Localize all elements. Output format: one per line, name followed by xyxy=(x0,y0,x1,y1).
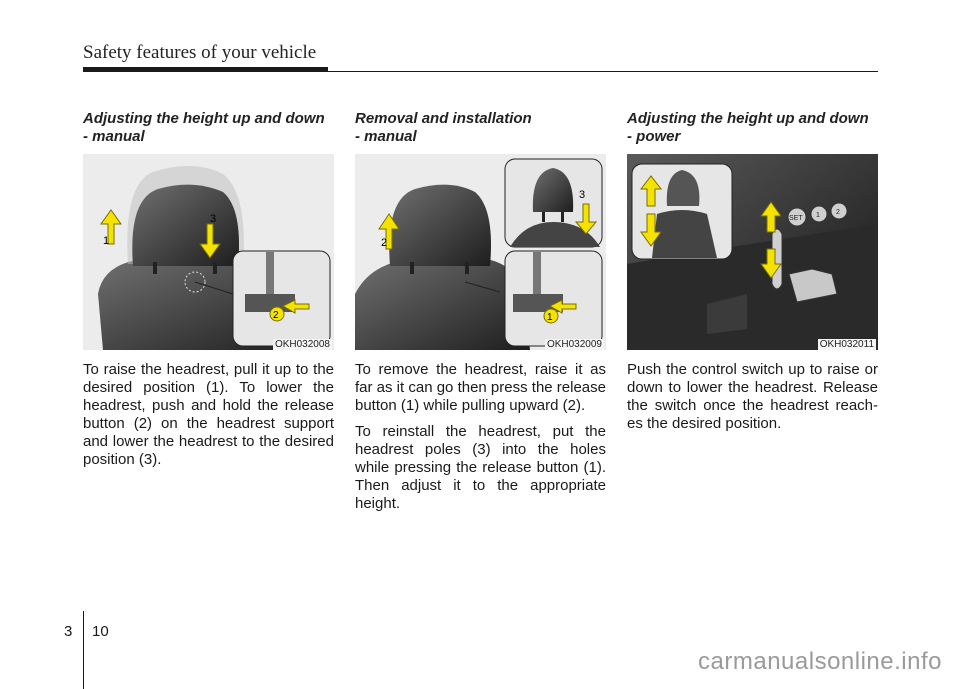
arrow-down-3 xyxy=(574,203,598,235)
arrow-press-release xyxy=(281,299,310,314)
figure-code: OKH032009 xyxy=(544,339,604,350)
section-title-line: Removal and installation xyxy=(355,110,532,127)
seat-illustration: 2 1 3 xyxy=(83,154,334,350)
section-body: To remove the headrest, raise it as far … xyxy=(355,361,606,513)
section-body: To raise the headrest, pull it up to the… xyxy=(83,361,334,469)
arrow-up-1 xyxy=(100,209,122,245)
section-title-line: Adjusting the height up and down xyxy=(627,110,869,127)
memory-set-button xyxy=(787,207,807,227)
page-header-title: Safety features of your vehicle xyxy=(83,42,317,63)
label-2: 2 xyxy=(381,237,387,249)
section-title-subline: - manual xyxy=(83,128,145,145)
paragraph: To raise the headrest, pull it up to the… xyxy=(83,361,334,468)
paragraph: To reinstall the headrest, put the headr… xyxy=(355,423,606,512)
arrow-press-release xyxy=(548,299,577,314)
memory-1-label: 1 xyxy=(816,212,820,219)
headrest-removed xyxy=(532,168,574,212)
section-title: Adjusting the height up and down - power xyxy=(627,110,878,154)
arrow-up-icon xyxy=(639,175,663,207)
label-1: 1 xyxy=(103,235,109,247)
memory-2-button xyxy=(830,202,848,220)
switch-arrow-down-icon xyxy=(760,248,782,279)
section-title-subline: - manual xyxy=(355,128,417,145)
header-accent-bar xyxy=(83,67,328,72)
seat-cushion-switch xyxy=(788,268,838,303)
headrest-shape xyxy=(132,184,239,266)
section-title: Adjusting the height up and down - manua… xyxy=(83,110,334,154)
section-manual-height: Adjusting the height up and down - manua… xyxy=(83,110,334,477)
label-2: 2 xyxy=(273,310,279,321)
figure-code: OKH032008 xyxy=(272,339,332,350)
memory-1-button xyxy=(810,205,828,223)
arrow-down-icon xyxy=(640,213,662,247)
headrest-removal-illustration: 3 1 2 OKH032009 xyxy=(355,154,606,350)
section-body: Push the control switch up to raise or d… xyxy=(627,361,878,433)
section-title: Removal and installation - manual xyxy=(355,110,606,154)
label-3: 3 xyxy=(579,189,585,201)
arrow-up-2 xyxy=(378,213,400,250)
page-number: 10 xyxy=(92,623,109,640)
figure-code: OKH032011 xyxy=(817,339,876,350)
seatback-shape xyxy=(355,259,530,350)
label-3: 3 xyxy=(210,213,216,225)
watermark: carmanualsonline.info xyxy=(698,648,942,675)
label-1: 1 xyxy=(547,312,553,323)
door-panel-illustration: SET 1 2 xyxy=(627,154,878,350)
headrest-manual-height-illustration: 2 1 3 OKH032008 xyxy=(83,154,334,350)
arrow-down-3 xyxy=(199,223,221,259)
paragraph: To remove the headrest, raise it as far … xyxy=(355,361,606,414)
section-title-subline: - power xyxy=(627,128,681,145)
section-power-height: Adjusting the height up and down - power… xyxy=(627,110,878,441)
paragraph: Push the control switch up to raise or d… xyxy=(627,361,878,432)
headrest-shape xyxy=(389,184,491,266)
chapter-number: 3 xyxy=(64,623,73,640)
section-removal-installation: Removal and installation - manual 3 xyxy=(355,110,606,521)
headrest-power-switch-illustration: SET 1 2 OKH032011 xyxy=(627,154,878,350)
switch-arrow-up-icon xyxy=(760,201,782,233)
header-rule xyxy=(83,71,878,72)
section-title-line: Adjusting the height up and down xyxy=(83,110,325,127)
memory-2-label: 2 xyxy=(836,209,840,216)
seat-illustration: 3 1 2 xyxy=(355,154,606,350)
set-label: SET xyxy=(789,215,803,222)
footer-rule xyxy=(83,611,84,689)
